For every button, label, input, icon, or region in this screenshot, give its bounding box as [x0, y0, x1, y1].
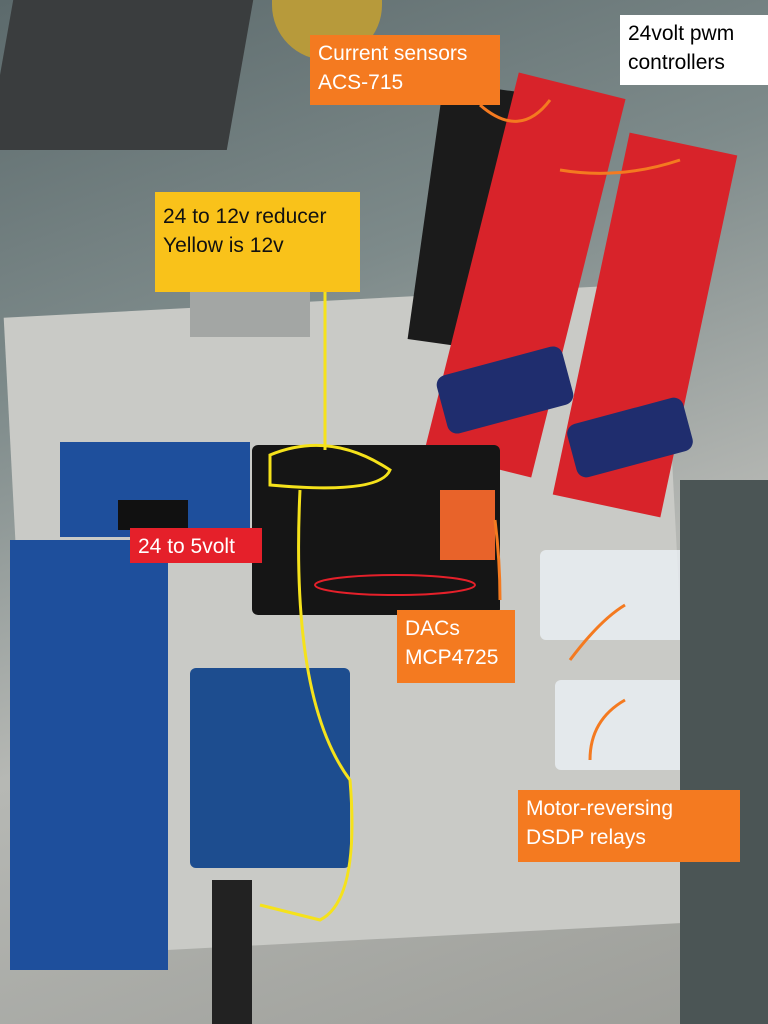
- label-line: Yellow is 12v: [163, 234, 284, 257]
- dac-modules: [440, 490, 495, 560]
- label-line: ACS-715: [318, 71, 404, 94]
- usb-cable: [212, 880, 252, 1024]
- reducer-label: 24 to 12v reducer Yellow is 12v: [155, 192, 360, 292]
- yellow-outline-stroke: [259, 292, 392, 922]
- label-line: DSDP relays: [526, 826, 646, 849]
- label-line: DACs: [405, 617, 460, 640]
- led-display: [118, 500, 188, 530]
- relay-module-board: [10, 540, 168, 970]
- right-edge-frame: [680, 480, 768, 1024]
- pwm-controllers-label: 24volt pwm controllers: [620, 15, 768, 85]
- dacs-label: DACs MCP4725: [397, 610, 515, 683]
- label-line: 24volt pwm: [628, 22, 735, 45]
- label-line: Current sensors: [318, 42, 468, 65]
- orange-arrow-strokes: [479, 99, 681, 761]
- label-line: controllers: [628, 51, 725, 74]
- five-volt-label: 24 to 5volt: [130, 528, 262, 563]
- label-line: 24 to 12v reducer: [163, 205, 327, 228]
- current-sensors-label: Current sensors ACS-715: [310, 35, 500, 105]
- label-line: MCP4725: [405, 646, 499, 669]
- red-outline-stroke: [314, 574, 476, 596]
- label-line: Motor-reversing: [526, 797, 674, 820]
- arduino-uno: [190, 668, 350, 868]
- label-line: 24 to 5volt: [138, 535, 235, 558]
- relays-label: Motor-reversing DSDP relays: [518, 790, 740, 862]
